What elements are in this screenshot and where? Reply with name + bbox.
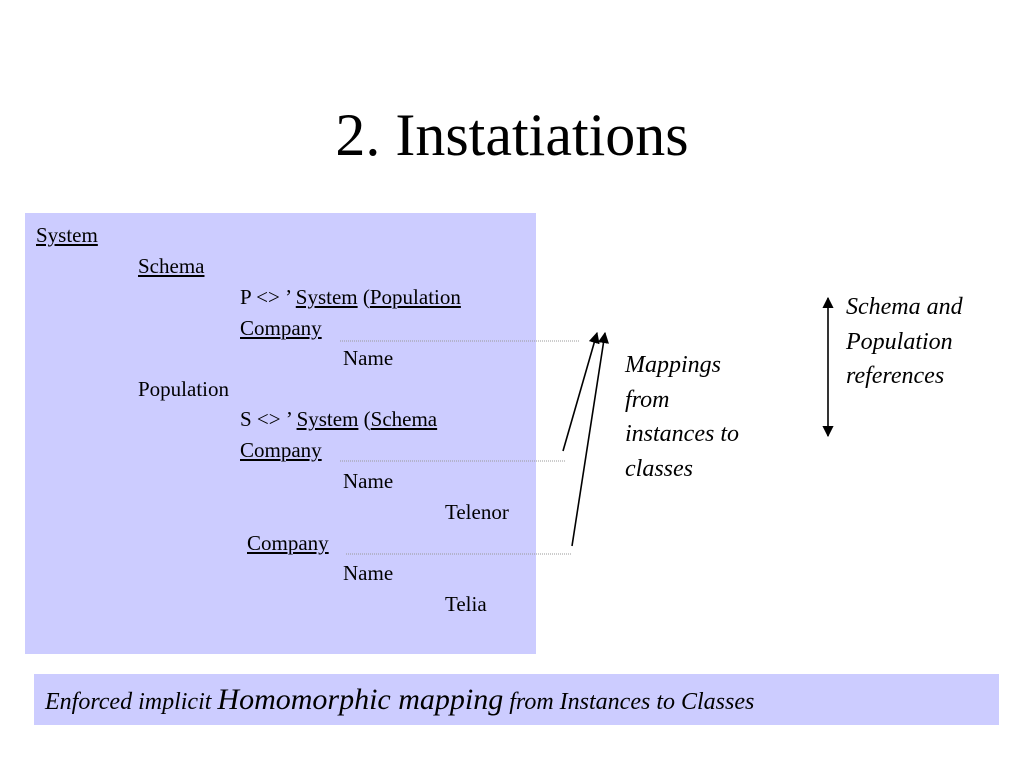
tree-company-2-value: Telia bbox=[445, 591, 487, 617]
p-prefix: P <> ’ bbox=[240, 285, 296, 309]
references-line-2: Population bbox=[846, 328, 953, 355]
tree-company-1: Company bbox=[240, 437, 322, 463]
mapping-arrow-1 bbox=[562, 331, 600, 452]
company-1-label: Company bbox=[240, 438, 322, 462]
company-1-value: Telenor bbox=[445, 500, 509, 524]
tree-company-2-name: Name bbox=[343, 560, 393, 586]
mappings-line-1: Mappings bbox=[625, 352, 721, 378]
company-2-label: Company bbox=[247, 531, 329, 555]
mappings-line-3: instances to bbox=[625, 421, 739, 447]
s-open-paren: ( bbox=[358, 407, 371, 431]
slide-title: 2. Instatiations bbox=[335, 102, 689, 168]
p-open-paren: ( bbox=[357, 285, 370, 309]
footer-text-c: from Instances to Classes bbox=[503, 689, 755, 715]
tree-company-2: Company bbox=[247, 530, 329, 556]
footer-text-a: Enforced implicit bbox=[45, 689, 218, 715]
footer-banner: Enforced implicit Homomorphic mapping fr… bbox=[34, 674, 999, 725]
mapping-arrow-2 bbox=[571, 331, 609, 547]
tree-company-1-name: Name bbox=[343, 468, 393, 494]
schema-name-label: Name bbox=[343, 346, 394, 370]
tree-company-1-value: Telenor bbox=[445, 499, 509, 525]
schema-company-label: Company bbox=[240, 316, 322, 340]
s-schema-ref: Schema bbox=[370, 407, 438, 431]
tree-schema-company: Company bbox=[240, 315, 322, 341]
mappings-line-4: classes bbox=[625, 455, 693, 482]
references-line-3: references bbox=[846, 363, 945, 389]
company-2-value: Telia bbox=[445, 592, 487, 616]
tree-s-type: S <> ’ System (Schema bbox=[240, 406, 437, 432]
references-line-1: Schema and bbox=[846, 294, 963, 320]
mappings-annotation: Mappings from instances to classes bbox=[625, 348, 739, 486]
schema-population-panel bbox=[25, 213, 536, 654]
company-1-name-label: Name bbox=[343, 469, 394, 493]
mappings-line-2: from bbox=[625, 386, 670, 413]
references-annotation: Schema and Population references bbox=[846, 290, 963, 394]
tree-population: Population bbox=[138, 376, 229, 402]
system-label: System bbox=[36, 223, 98, 247]
population-label: Population bbox=[138, 377, 230, 401]
schema-label: Schema bbox=[138, 254, 205, 278]
footer-text: Enforced implicit Homomorphic mapping fr… bbox=[45, 684, 754, 718]
s-system-ref: System bbox=[296, 407, 359, 431]
s-prefix: S <> ’ bbox=[240, 407, 297, 431]
p-population-ref: Population bbox=[369, 285, 461, 309]
tree-system: System bbox=[36, 222, 98, 248]
p-system-ref: System bbox=[295, 285, 358, 309]
footer-text-b: Homomorphic mapping bbox=[217, 683, 504, 716]
tree-p-type: P <> ’ System (Population bbox=[240, 284, 461, 310]
tree-schema: Schema bbox=[138, 253, 204, 279]
tree-schema-name: Name bbox=[343, 345, 393, 371]
company-2-name-label: Name bbox=[343, 561, 394, 585]
